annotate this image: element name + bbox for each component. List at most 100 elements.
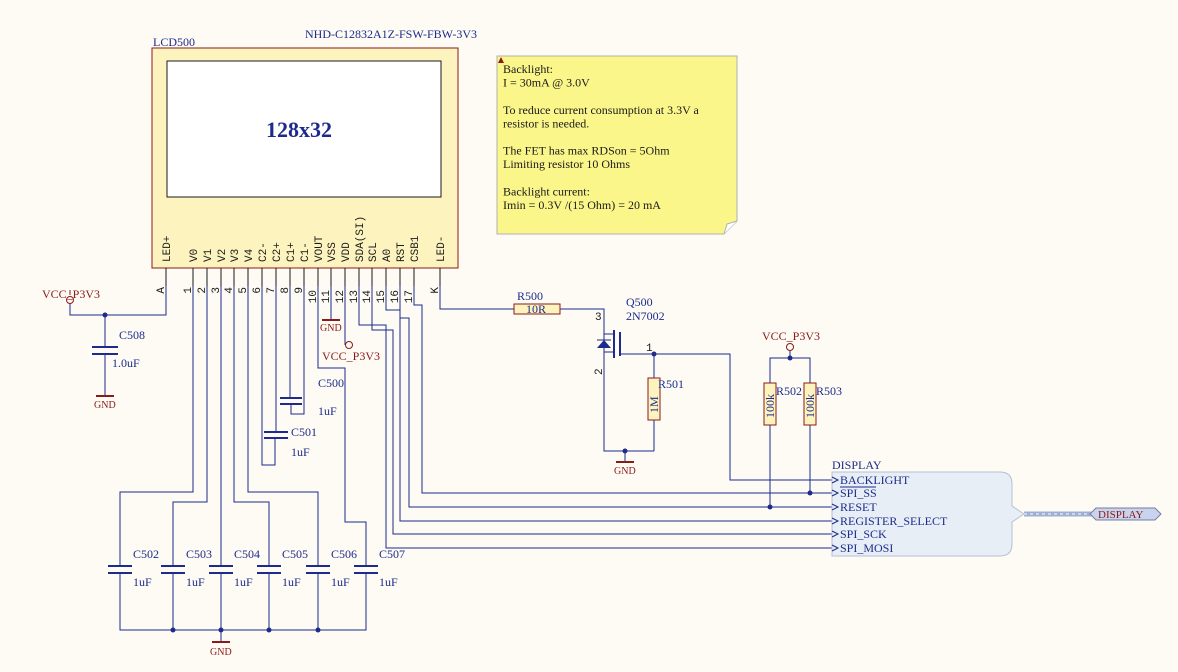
lcd-pin-name: SDA(SI) (355, 216, 367, 262)
junction-dot-icon (787, 355, 793, 361)
wire-ledp (69, 286, 167, 316)
gnd-label: GND (614, 466, 636, 477)
lcd-pin-number: 5 (238, 287, 250, 294)
q500-mosfet[interactable]: Q500 2N7002 3 2 1 (594, 295, 665, 375)
junction-dot-icon (266, 627, 272, 633)
harness-entry-icon (831, 489, 840, 497)
lcd500-pins: LED+AV01V12V23V34V45C2-6C2+7C1+8C1-9VOUT… (156, 216, 448, 303)
junction-dot-icon (651, 351, 657, 357)
r501-ref: R501 (658, 377, 684, 391)
note-corner-fold (723, 220, 738, 235)
q500-pin-s: 2 (594, 368, 606, 375)
lcd-pin-number: 1 (183, 287, 195, 294)
lcd-pin-number: 13 (349, 290, 361, 303)
mosfet-diode-icon (597, 340, 611, 348)
lcd-pin-number: 12 (335, 290, 347, 303)
r502-value: 100k (763, 394, 777, 418)
lcd-pin-name: CSB1 (410, 235, 422, 262)
harness-signal-label: SPI_MOSI (840, 541, 893, 555)
resistor-body (513, 303, 561, 315)
note-line: Backlight: (503, 62, 553, 76)
lcd-pin-name: SCL (368, 242, 380, 262)
junction-dot-icon (170, 627, 176, 633)
harness-entry-icon (831, 503, 840, 511)
display-harness[interactable]: DISPLAY BACKLIGHTSPI_SSRESETREGISTER_SEL… (831, 458, 1162, 557)
lcd-pin-name: C1- (300, 242, 312, 262)
note-line: Limiting resistor 10 Ohms (503, 157, 630, 171)
c501-capacitor[interactable]: C501 1uF (264, 425, 317, 459)
lcd-pin-name: V2 (217, 249, 229, 262)
note-line: The FET has max RDSon = 5Ohm (503, 144, 670, 158)
c508-value: 1.0uF (112, 356, 140, 370)
c508-capacitor[interactable]: C508 1.0uF (92, 328, 145, 370)
wire-q500-source (603, 358, 626, 462)
wire-v3-c505 (233, 286, 270, 562)
capacitors: C508 1.0uF C500 1uF C501 1uF C5021uFC503… (92, 328, 405, 589)
harness-body (831, 471, 1025, 557)
r502-resistor[interactable]: R502 100k (763, 382, 802, 426)
resistor-body (647, 377, 661, 421)
lcd-pin-number: K (430, 287, 442, 294)
lcd-pin-number: 9 (294, 287, 306, 294)
note-line: Backlight current: (503, 184, 590, 198)
wire-rst-reset (399, 286, 832, 508)
wire-scl-sck (371, 286, 832, 535)
harness-entry-icon (831, 517, 840, 525)
wire-vcc-r502 (769, 351, 791, 383)
lcd500-component[interactable]: LCD500 NHD-C12832A1Z-FSW-FBW-3V3 128x32 … (151, 27, 477, 303)
c507-value: 1uF (379, 575, 398, 589)
c506-value: 1uF (331, 575, 350, 589)
harness-signal-label: BACKLIGHT (840, 473, 910, 487)
harness-signal-label: RESET (840, 500, 877, 514)
r501-value: 1M (647, 396, 661, 413)
harness-signal-label: SPI_SCK (840, 527, 887, 541)
wire-cap-gnd-rail (119, 578, 367, 631)
lcd500-part-number: NHD-C12832A1Z-FSW-FBW-3V3 (305, 27, 477, 41)
lcd-pin-number: 3 (211, 287, 223, 294)
lcd500-display-text: 128x32 (266, 117, 332, 142)
lcd-pin-name: V3 (230, 249, 242, 262)
lcd-pin-number: A (156, 287, 168, 294)
lcd-pin-name: LED+ (162, 236, 174, 262)
lcd-pin-name: LED- (436, 236, 448, 262)
harness-signal-label: SPI_SS (840, 486, 877, 500)
lcd-pin-number: 4 (224, 287, 236, 294)
lcd-pin-number: 15 (376, 290, 388, 303)
c505-value: 1uF (282, 575, 301, 589)
r501-resistor[interactable]: R501 1M (647, 377, 684, 421)
gnd-label: GND (210, 647, 232, 658)
harness-entry-icon (831, 476, 840, 484)
r503-ref: R503 (816, 384, 842, 398)
r503-resistor[interactable]: R503 100k (803, 382, 842, 426)
r500-value: 10R (526, 302, 546, 316)
lcd-pin-name: C2- (258, 242, 270, 262)
junction-dot-icon (315, 627, 321, 633)
r500-resistor[interactable]: R500 10R (513, 289, 561, 316)
junction-dot-icon (218, 627, 224, 633)
junction-dot-icon (102, 312, 108, 318)
wire-vout-c507 (317, 286, 367, 562)
c501-value: 1uF (291, 445, 310, 459)
resistors: R500 10R R501 1M R502 100k R503 100k (513, 289, 842, 426)
c500-capacitor[interactable]: C500 1uF (280, 376, 344, 418)
lcd-pin-number: 17 (404, 290, 416, 303)
resistor-body (803, 382, 817, 426)
vcc-label: VCC_P3V3 (322, 349, 380, 363)
wire-vcc-r503 (790, 357, 811, 383)
junction-dot-icon (622, 448, 628, 454)
vcc-circle-icon (66, 296, 74, 304)
wire-sda-mosi (358, 286, 832, 549)
q500-pin-d: 3 (595, 312, 602, 324)
display-port[interactable] (1089, 507, 1162, 521)
wire-c2m (261, 286, 276, 466)
lcd-pin-name: A0 (382, 249, 394, 262)
lcd500-screen (166, 60, 442, 198)
